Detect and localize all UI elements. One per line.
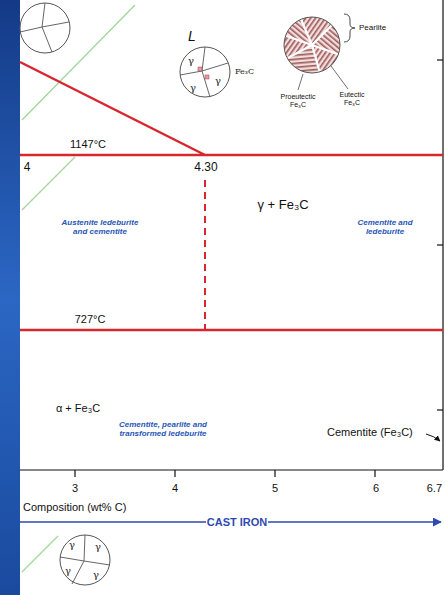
cementite-particle — [205, 75, 209, 79]
axis-ticks — [437, 60, 443, 410]
temperature-label: 727°C — [74, 313, 107, 325]
tick-label: 5 — [271, 482, 279, 494]
pointer-arrow — [426, 434, 440, 441]
phase-symbol: γ — [215, 76, 221, 86]
phase-label: L — [187, 29, 197, 44]
grain-boundary — [202, 63, 228, 71]
proeutectic-network — [284, 17, 340, 73]
temperature-label: 1147°C — [69, 138, 107, 150]
phase-symbol: Fe₃C — [235, 68, 254, 76]
grain-boundary — [202, 71, 210, 97]
phase-symbol: γ — [188, 56, 194, 66]
grain-boundary — [180, 47, 205, 75]
microstructure-circle: γ γ γ γ — [60, 535, 110, 585]
phase-symbol: γ — [93, 570, 99, 580]
austenite-grains-circle — [20, 3, 70, 53]
grain-boundary — [60, 535, 85, 561]
phase-symbol: γ — [65, 566, 71, 576]
guide-line — [22, 536, 58, 572]
leader-line — [298, 74, 303, 90]
axis-tick — [437, 409, 443, 410]
grain-boundary — [72, 561, 84, 584]
phase-symbol: γ — [69, 540, 75, 550]
composition-value: 4 — [23, 161, 32, 174]
range-label: CAST IRON — [206, 516, 269, 528]
microstructure-label: Cementite, pearlite and transformed lede… — [102, 421, 224, 439]
circle-outline — [180, 47, 230, 97]
eutectic-line — [20, 154, 443, 157]
slide-background — [0, 0, 20, 595]
guide-line — [22, 157, 75, 210]
pearlite-fill — [284, 17, 340, 73]
microstructure-label: Cementite and ledeburite — [344, 219, 426, 237]
phase-symbol: γ — [95, 542, 101, 552]
axis-title: Composition (wt% C) — [22, 501, 127, 513]
micro-circle — [180, 47, 230, 97]
microstructure-circle: γγγFe₃C — [180, 47, 230, 97]
grain-boundary — [84, 561, 110, 565]
eutectic-composition-line — [204, 180, 206, 330]
axis-tick — [437, 244, 443, 245]
phase-label: α + Fe₃C — [55, 402, 101, 414]
eutectoid-line — [20, 329, 443, 332]
circle-outline — [60, 535, 110, 585]
axis-tick — [374, 470, 375, 477]
phase-label: Cementite (Fe₃C) — [326, 426, 414, 438]
phase-label: γ + Fe₃C — [256, 198, 309, 212]
liquidus-line — [20, 62, 205, 155]
micro-circle — [284, 17, 340, 73]
microstructure-label: Austenite ledeburite and cementite — [53, 219, 147, 237]
x-ticks — [75, 470, 375, 477]
axis-tick — [174, 470, 175, 477]
tick-label: 4 — [171, 482, 179, 494]
callout-label: Proeutectic Fe₃C — [272, 93, 324, 108]
callout-label: Pearlite — [358, 24, 387, 33]
micro-circle — [60, 535, 110, 585]
callout-label: Eutectic Fe₃C — [331, 91, 373, 106]
phase-boundaries — [20, 62, 443, 330]
lamellae — [284, 17, 340, 73]
plot-panel — [20, 0, 445, 595]
leader-line — [331, 66, 348, 89]
phase-symbol: γ — [190, 83, 196, 93]
composition-value: 4.30 — [193, 161, 218, 174]
axis-line — [442, 0, 443, 470]
axis-tick — [274, 470, 275, 477]
pearlite-circle — [284, 14, 355, 90]
micro-circle — [20, 3, 70, 53]
tick-label: 6 — [372, 482, 380, 494]
x-axis — [20, 469, 443, 470]
tick-label: 3 — [71, 482, 79, 494]
bracket — [344, 14, 355, 42]
tick-label: 6.7 — [426, 482, 443, 494]
cementite-particle — [198, 67, 202, 71]
axis-tick — [437, 59, 443, 60]
grain-boundary — [20, 3, 69, 52]
axis-tick — [74, 470, 75, 477]
